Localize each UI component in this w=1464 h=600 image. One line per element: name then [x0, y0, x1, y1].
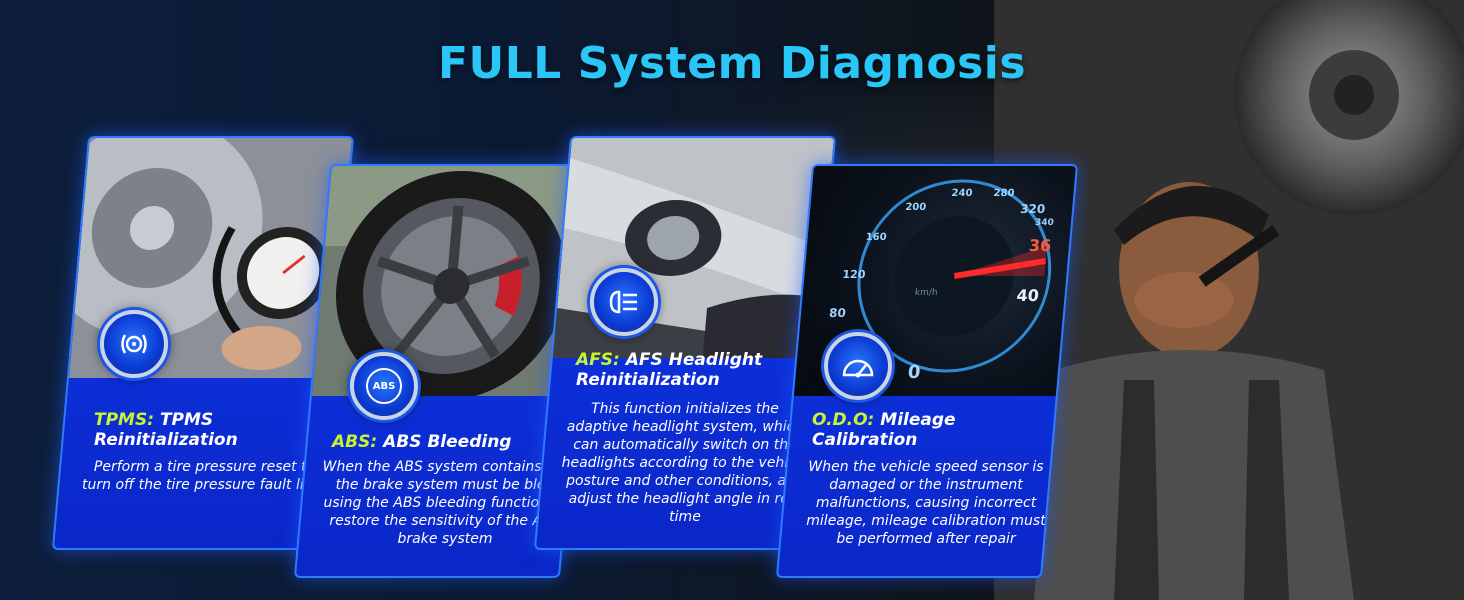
card-odo: 80 120 160 200 240 280 320 340 36 40 0 k…: [775, 164, 1079, 578]
card-description: Perform a tire pressure reset to turn of…: [82, 459, 327, 493]
card-heading: O.D.O: Mileage Calibration: [812, 410, 956, 450]
page-title: FULL System Diagnosis: [437, 38, 1027, 89]
card-heading: TPMS: TPMS Reinitialization: [94, 410, 238, 450]
card-description: This function initializes the adaptive h…: [561, 401, 809, 525]
card-afs: AFS: AFS Headlight Reinitialization This…: [533, 136, 837, 550]
card-description: When the vehicle speed sensor is damaged…: [806, 459, 1046, 547]
abs-icon-label: ABS: [366, 368, 402, 404]
tire-gauge-photo: [68, 138, 352, 378]
speedometer-photo: 80 120 160 200 240 280 320 340 36 40 0 k…: [793, 166, 1076, 396]
tpms-icon: [100, 310, 168, 378]
speedometer-icon: [824, 332, 892, 400]
card-abs: ABS ABS: ABS Bleeding When the ABS syste…: [293, 164, 597, 578]
mechanic-photo: [994, 0, 1464, 600]
card-heading: AFS: AFS Headlight Reinitialization: [576, 350, 763, 390]
card-heading: ABS: ABS Bleeding: [332, 432, 512, 452]
card-description: When the ABS system contains air, the br…: [322, 459, 568, 547]
headlight-icon: [590, 268, 658, 336]
abs-icon: ABS: [350, 352, 418, 420]
wheel-photo: [311, 166, 594, 396]
card-tpms: TPMS: TPMS Reinitialization Perform a ti…: [51, 136, 355, 550]
